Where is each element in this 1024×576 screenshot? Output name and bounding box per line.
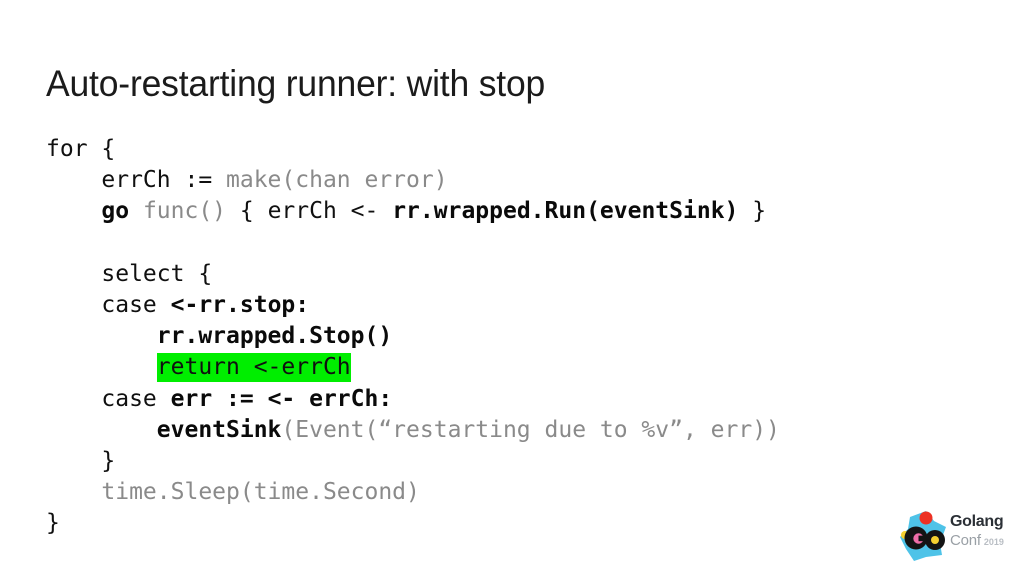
code-indent — [46, 386, 101, 412]
code-token: time.Sleep(time.Second) — [101, 479, 420, 506]
code-indent — [46, 417, 157, 443]
code-line-blank — [46, 228, 946, 259]
logo-brand-text: Golang — [950, 513, 1004, 530]
code-line: case <-rr.stop: — [46, 290, 946, 321]
page-title: Auto-restarting runner: with stop — [46, 63, 546, 104]
code-indent — [46, 167, 101, 193]
code-line: go func() { errCh <- rr.wrapped.Run(even… — [46, 196, 946, 227]
code-token: { errCh <- — [239, 198, 393, 225]
highlighted-code-span: return <-errCh — [156, 353, 351, 383]
code-line: time.Sleep(time.Second) — [46, 477, 946, 508]
code-token: return <-errCh — [156, 354, 351, 381]
code-indent — [46, 479, 101, 505]
code-token: case — [101, 291, 171, 318]
code-token: for { — [46, 136, 116, 162]
golangconf-logo: Golang Conf 2019 — [896, 505, 1012, 567]
code-line: } — [46, 446, 946, 477]
code-indent — [46, 354, 157, 380]
code-token: rr.wrapped.Run(eventSink) — [392, 198, 739, 225]
code-line: select { — [46, 259, 946, 290]
code-indent — [46, 323, 157, 349]
code-block: for { errCh := make(chan error) go func(… — [46, 134, 946, 539]
golangconf-wordmark: Golang Conf 2019 — [950, 513, 1012, 557]
code-token: (Event(“restarting due to %v”, err)) — [281, 416, 780, 443]
code-line: errCh := make(chan error) — [46, 165, 946, 196]
code-token: <-rr.stop: — [170, 291, 310, 318]
code-line: return <-errCh — [46, 352, 946, 383]
code-token: case — [101, 385, 171, 412]
code-indent — [46, 448, 101, 474]
logo-conf-row: Conf 2019 — [950, 532, 1012, 549]
code-line: } — [46, 508, 946, 539]
code-line: eventSink(Event(“restarting due to %v”, … — [46, 415, 946, 446]
code-token: } — [101, 447, 116, 474]
code-token: } — [738, 198, 767, 225]
code-token: err := <- errCh: — [170, 385, 393, 412]
logo-year-text: 2019 — [983, 537, 1004, 547]
code-token: errCh := — [101, 167, 227, 194]
code-token: go — [101, 198, 143, 225]
code-token: rr.wrapped.Stop() — [156, 323, 393, 350]
code-token: } — [46, 510, 60, 537]
code-indent — [46, 261, 101, 287]
code-line: for { — [46, 134, 946, 165]
code-token: eventSink — [156, 416, 282, 443]
code-token: func() — [142, 198, 240, 225]
code-line: case err := <- errCh: — [46, 384, 946, 415]
code-token: select { — [101, 260, 213, 287]
logo-event-text: Conf — [950, 532, 981, 549]
code-token: make(chan error) — [226, 167, 448, 194]
code-indent — [46, 198, 101, 224]
golang-gopher-mark-icon — [896, 507, 954, 565]
code-line: rr.wrapped.Stop() — [46, 321, 946, 352]
code-indent — [46, 292, 101, 318]
